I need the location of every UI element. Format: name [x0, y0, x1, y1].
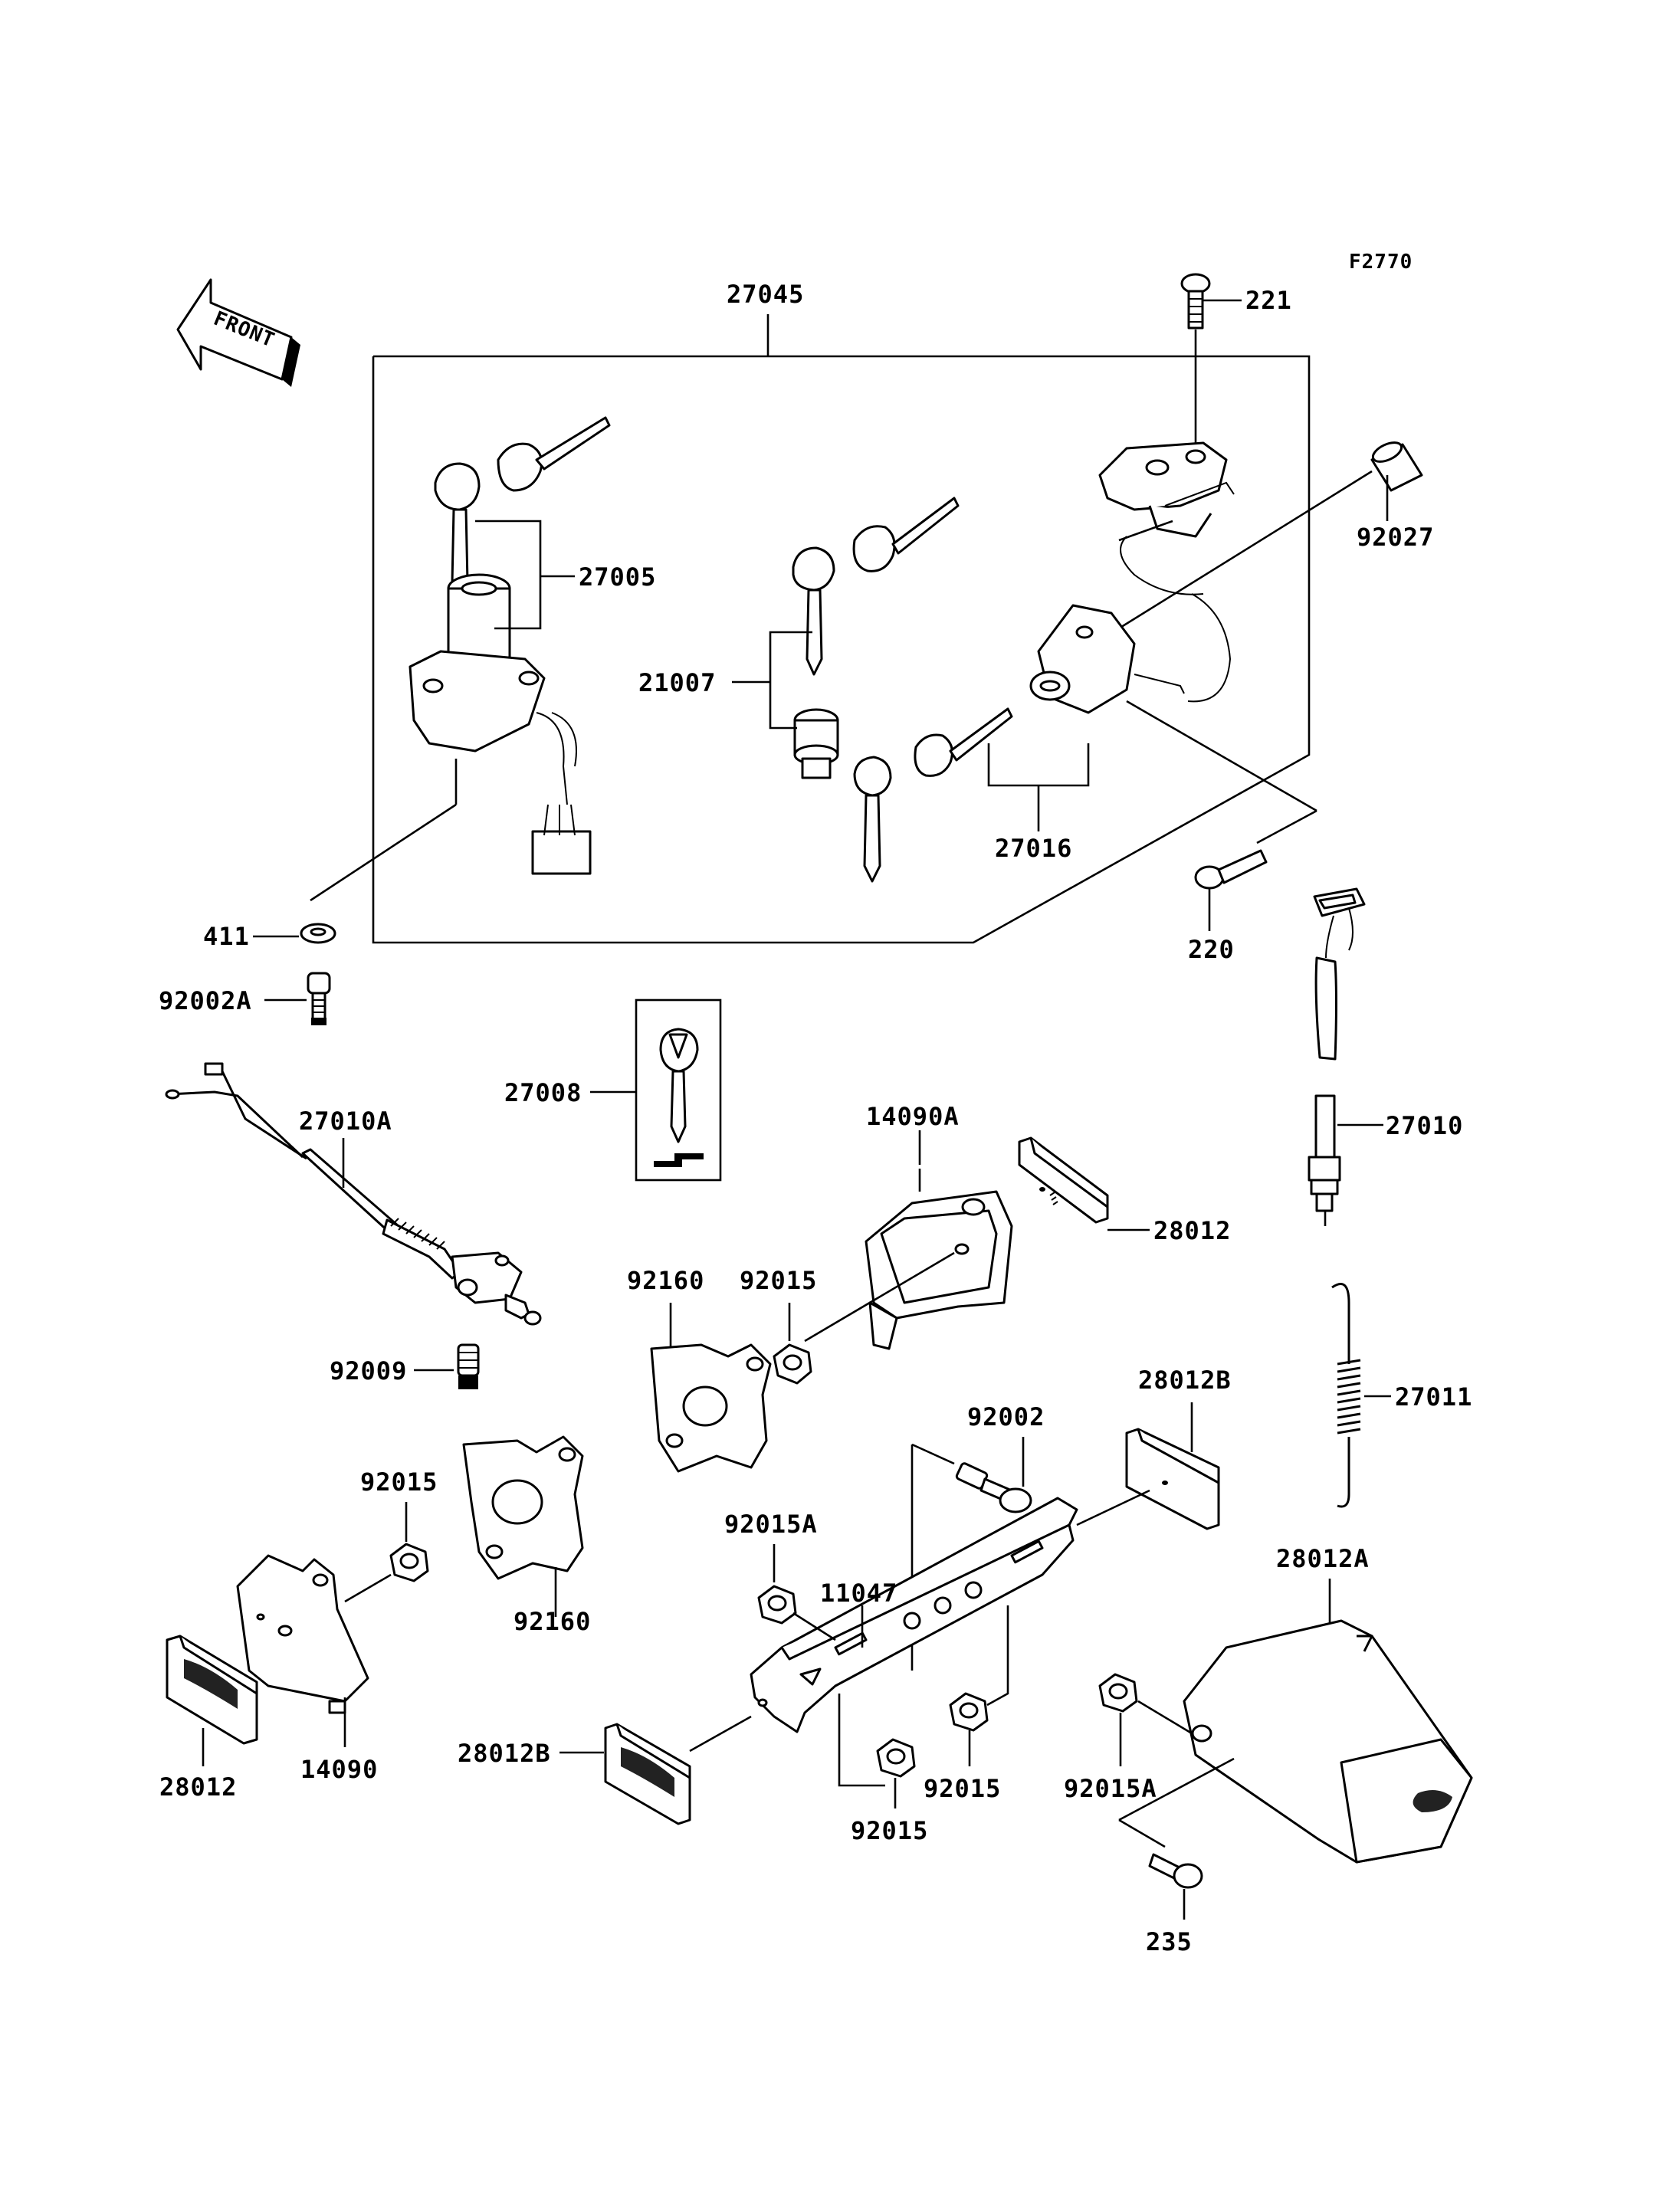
- ignition-switch-27005: 27005: [310, 416, 656, 902]
- label-221: 221: [1245, 286, 1292, 315]
- label-92015-bottom: 92015: [851, 1816, 928, 1845]
- key-blank-27008: 27008: [504, 998, 722, 1182]
- plate-92160-upper: 92160: [627, 1266, 772, 1473]
- label-92015A-right: 92015A: [1064, 1774, 1157, 1803]
- label-92015-right: 92015: [924, 1774, 1001, 1803]
- key-icon: [434, 416, 611, 599]
- label-235: 235: [1146, 1927, 1193, 1956]
- reflector-28012B-right: 28012B: [1125, 1366, 1232, 1530]
- reflector-bracket-14090: 14090: [236, 1554, 378, 1784]
- label-27016: 27016: [995, 834, 1072, 863]
- reflector-28012-top: 28012: [1018, 1136, 1231, 1245]
- label-11047: 11047: [820, 1579, 897, 1608]
- label-92009: 92009: [330, 1356, 407, 1385]
- nut-92015A-mid: 92015A: [724, 1510, 836, 1641]
- rear-reflector-28012A: 28012A: [1183, 1544, 1473, 1864]
- screw-221: 221: [1180, 273, 1292, 444]
- label-27008: 27008: [504, 1078, 582, 1107]
- bolt-92009: 92009: [330, 1343, 480, 1389]
- label-28012A: 28012A: [1276, 1544, 1370, 1573]
- washer-411: 411: [203, 922, 336, 951]
- label-220: 220: [1188, 935, 1235, 964]
- label-92015A-mid: 92015A: [724, 1510, 818, 1539]
- label-92015-upper: 92015: [740, 1266, 817, 1295]
- label-28012B-left: 28012B: [458, 1739, 551, 1768]
- nut-92015-bottom: 92015: [838, 1694, 928, 1845]
- front-arrow-icon: FRONT: [176, 278, 300, 387]
- screw-235: 235: [1118, 1757, 1235, 1956]
- nut-92015-upper: 92015: [740, 1266, 817, 1385]
- label-92160-lower: 92160: [514, 1607, 591, 1636]
- label-27045: 27045: [727, 280, 804, 309]
- cable-27010A: 27010A: [165, 1062, 542, 1326]
- label-92027: 92027: [1357, 523, 1434, 552]
- nut-92015-left: 92015: [344, 1467, 438, 1603]
- label-14090A: 14090A: [866, 1102, 960, 1131]
- bolt-92002A: 92002A: [159, 972, 331, 1025]
- label-92015-left: 92015: [360, 1467, 438, 1497]
- label-27010: 27010: [1386, 1111, 1463, 1140]
- figure-code: F2770: [1349, 251, 1413, 274]
- switch-27010: 27010: [1308, 887, 1463, 1226]
- ignition-kit-frame: 27045: [372, 280, 1311, 944]
- label-28012B-right: 28012B: [1138, 1366, 1232, 1395]
- label-92160-upper: 92160: [627, 1266, 704, 1295]
- label-21007: 21007: [638, 668, 716, 697]
- sleeve-92027: 92027: [1118, 441, 1434, 630]
- reflector-28012B-left: 28012B: [458, 1723, 691, 1825]
- seat-lock-27016: 27016: [853, 593, 1317, 883]
- screw-220: 220: [1188, 849, 1268, 964]
- label-92002: 92002: [967, 1402, 1045, 1431]
- label-28012-bottom: 28012: [159, 1772, 237, 1802]
- nut-92015-right: 92015: [924, 1605, 1009, 1803]
- label-14090: 14090: [300, 1755, 378, 1784]
- plate-92160-lower: 92160: [462, 1435, 591, 1636]
- nut-92015A-right: 92015A: [1064, 1673, 1193, 1803]
- label-27011: 27011: [1395, 1382, 1472, 1412]
- label-411: 411: [203, 922, 250, 951]
- switch-bracket: [1098, 441, 1235, 595]
- label-28012-top: 28012: [1153, 1216, 1231, 1245]
- reflector-28012-bottom: 28012: [159, 1635, 258, 1802]
- label-92002A: 92002A: [159, 986, 252, 1015]
- key-cylinder-21007: 21007: [638, 497, 960, 779]
- label-27005: 27005: [579, 562, 656, 592]
- reflector-bracket-14090A: 14090A: [804, 1102, 1013, 1350]
- bracket-11047: 11047: [689, 1489, 1150, 1753]
- label-27010A: 27010A: [299, 1107, 392, 1136]
- spring-27011: 27011: [1331, 1283, 1472, 1508]
